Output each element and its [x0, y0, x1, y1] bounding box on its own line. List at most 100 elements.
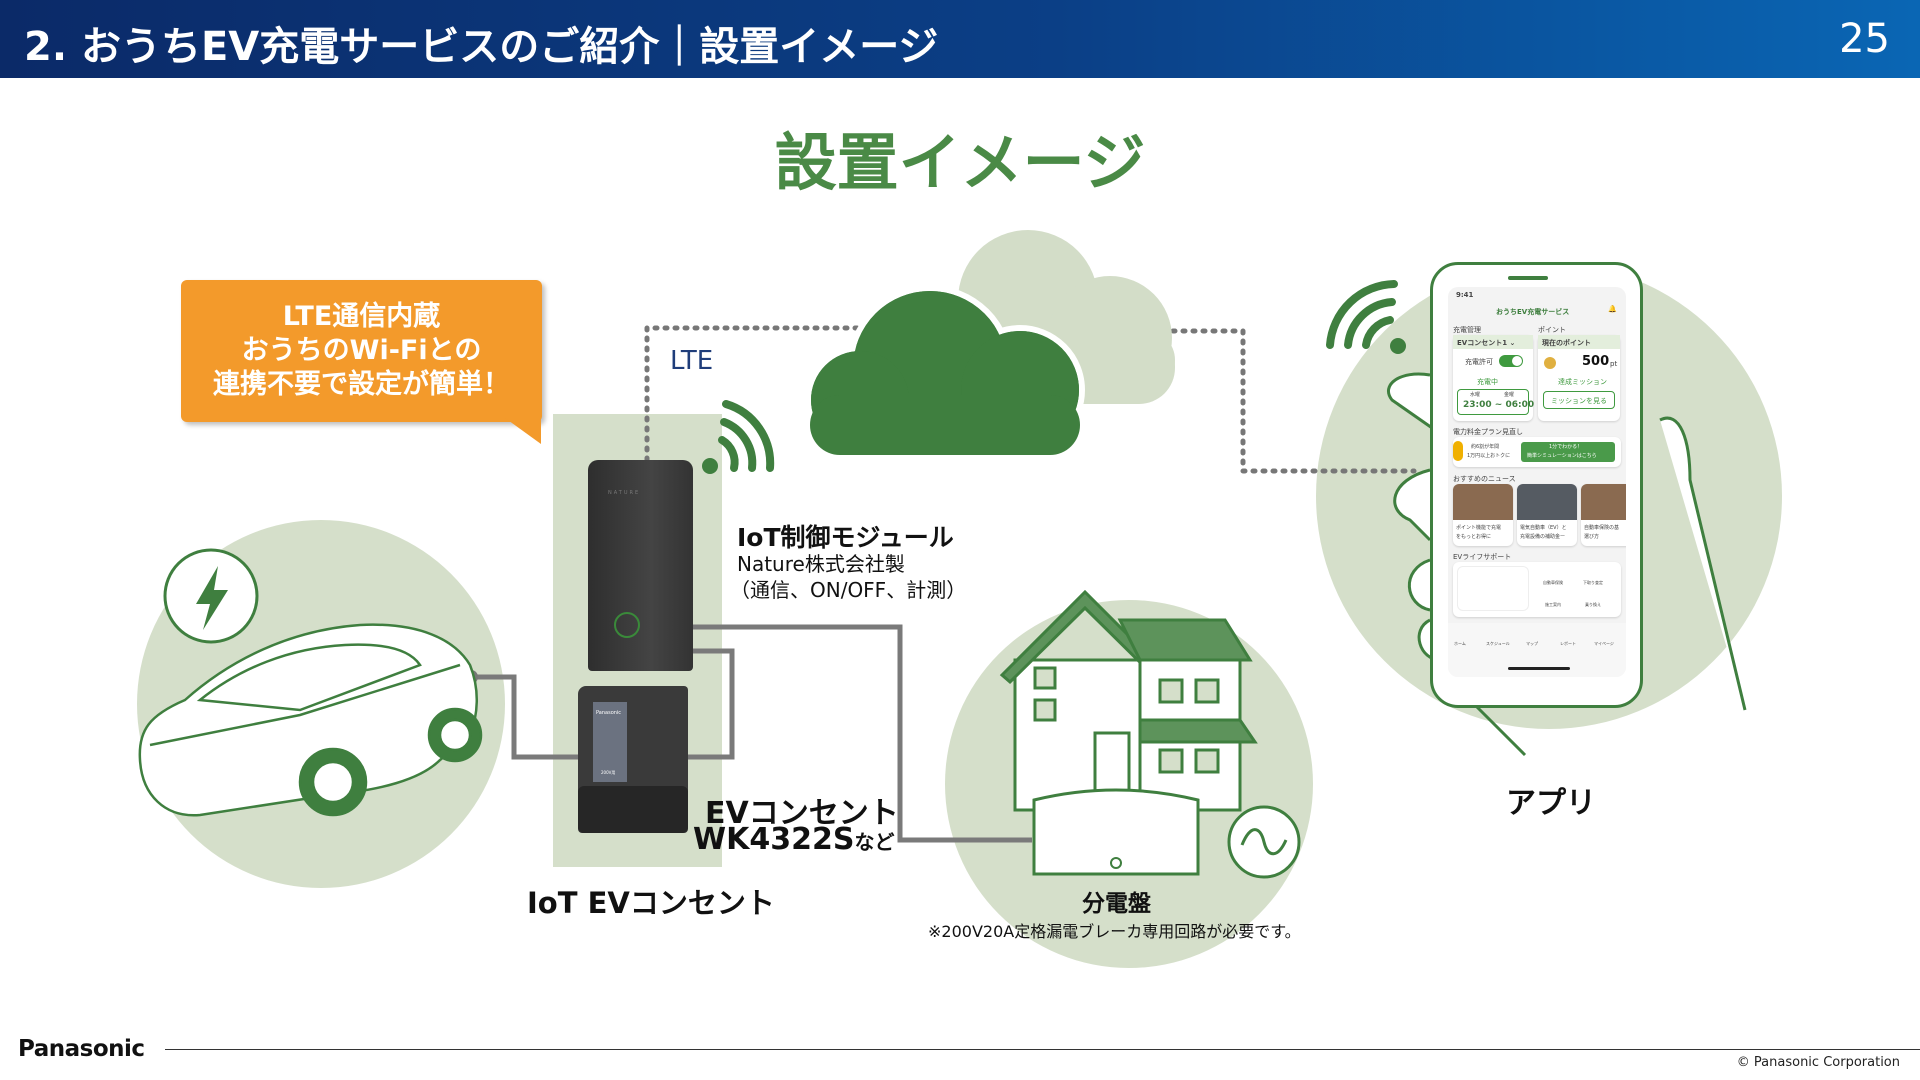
house-icon [999, 589, 1258, 812]
news-card[interactable]: 自動車保険の基選び方 [1581, 484, 1626, 546]
page-number: 25 [1839, 16, 1890, 62]
nav-schedule[interactable]: スケジュール [1486, 641, 1510, 646]
ac-wave-icon [1240, 828, 1288, 856]
lte-label: LTE [670, 346, 714, 376]
breaker-box-icon [1032, 788, 1200, 876]
sim-btn-line: 1分でわかる！ [1549, 444, 1583, 450]
news-title: 選び方 [1584, 534, 1600, 540]
hand-icon [1387, 372, 1747, 757]
module-breaker-cable [693, 624, 1032, 843]
mission-label: 達成ミッション [1558, 378, 1607, 386]
phone-speaker [1508, 276, 1548, 280]
iot-module-device: NATURE [588, 460, 693, 671]
plan-text: 1万円以上おトクに [1467, 453, 1511, 459]
outlet-cover [578, 786, 688, 833]
outlet-brand: Panasonic [596, 710, 622, 716]
nav-report[interactable]: レポート [1560, 641, 1576, 646]
nav-home[interactable]: ホーム [1454, 641, 1466, 646]
home-indicator [1508, 667, 1570, 670]
lte-dotted-line [644, 325, 1417, 474]
module-outlet-cable [688, 648, 735, 760]
support-item[interactable]: 下取り査定 [1583, 580, 1603, 585]
outlet-select-value: EVコンセント1 [1457, 339, 1508, 347]
support-card: 自動車保険 下取り査定 施工案内 乗り換え [1453, 562, 1621, 617]
smartphone: 9:41 おうちEV充電サービス 🔔 充電管理 ポイント EVコンセント1 ⌄ … [1430, 262, 1643, 708]
nav-mypage[interactable]: マイページ [1594, 641, 1614, 646]
bottom-nav: ホーム スケジュール マップ レポート マイページ [1448, 623, 1626, 677]
iot-ev-label: IoT EVコンセント [527, 886, 775, 920]
support-item[interactable]: 乗り換え [1585, 602, 1601, 607]
outlet-spec: 200V用 [601, 770, 616, 775]
news-title: 自動車保険の基 [1584, 525, 1620, 531]
car-icon [138, 623, 483, 817]
callout-tail [505, 418, 541, 444]
outlet-model-number: WK4322S [693, 822, 855, 857]
simulation-button[interactable]: 1分でわかる！ 簡単シミュレーションはこちら [1521, 442, 1615, 462]
support-item[interactable]: 自動車保険 [1543, 580, 1563, 585]
callout-line: 連携不要で設定が簡単！ [213, 369, 510, 400]
section-point: ポイント [1538, 326, 1566, 334]
header-bar: 2. おうちEV充電サービスのご紹介｜設置イメージ 25 [0, 0, 1920, 78]
module-maker: Nature株式会社製 [737, 552, 905, 576]
day-from: 水曜 [1470, 392, 1481, 398]
app-label: アプリ [1506, 786, 1596, 821]
breaker-label: 分電盤 [1082, 891, 1151, 917]
support-section: EVライフサポート [1453, 553, 1512, 561]
app-screen: 9:41 おうちEV充電サービス 🔔 充電管理 ポイント EVコンセント1 ⌄ … [1448, 287, 1626, 677]
points-label: 現在のポイント [1538, 335, 1620, 349]
slide-title: 2. おうちEV充電サービスのご紹介｜設置イメージ [24, 24, 939, 70]
nav-map[interactable]: マップ [1526, 641, 1538, 646]
car-cable [471, 674, 578, 760]
module-brand: NATURE [608, 490, 641, 496]
callout-line: LTE通信内蔵 [282, 301, 441, 332]
lightbulb-icon [1453, 441, 1463, 461]
charge-permit-toggle[interactable] [1499, 355, 1523, 367]
main-title: 設置イメージ [774, 126, 1146, 199]
points-unit: pt [1610, 360, 1618, 368]
app-name: おうちEV充電サービス [1496, 308, 1570, 316]
copyright: © Panasonic Corporation [1736, 1055, 1900, 1070]
coin-icon [1544, 357, 1556, 369]
panasonic-logo: Panasonic [18, 1036, 145, 1062]
news-title: ポイント機能で充電 [1456, 525, 1502, 531]
wifi-icon-module [718, 400, 775, 472]
outlet-model: WK4322Sなど [693, 822, 894, 857]
news-section: おすすめのニュース [1453, 475, 1516, 483]
support-item[interactable]: 施工案内 [1545, 602, 1561, 607]
charging-status: 充電中 [1477, 378, 1498, 386]
plan-text: 約6割が年間 [1471, 444, 1500, 450]
footer-divider [165, 1049, 1920, 1050]
sim-btn-line: 簡単シミュレーションはこちら [1527, 453, 1597, 459]
points-value: 500 [1582, 354, 1610, 369]
news-title: をもっとお得に [1456, 534, 1492, 540]
mission-button[interactable]: ミッションを見る [1543, 391, 1615, 409]
outlet-label: EVコンセント [705, 796, 899, 831]
news-title: 充電設備の補助金ー [1520, 534, 1566, 540]
module-features: （通信、ON/OFF、計測） [730, 578, 967, 602]
wifi-icon-phone [1326, 280, 1398, 349]
support-banner[interactable] [1457, 566, 1529, 611]
breaker-note: ※200V20A定格漏電ブレーカ専用回路が必要です。 [928, 922, 1301, 941]
module-title: IoT制御モジュール [737, 523, 954, 552]
plan-section: 電力料金プラン見直し [1453, 428, 1523, 436]
outlet-label-plate: Panasonic 200V用 [593, 702, 627, 782]
day-to: 金曜 [1504, 392, 1515, 398]
lte-callout: LTE通信内蔵 おうちのWi-Fiとの 連携不要で設定が簡単！ [181, 280, 542, 422]
callout-line: おうちのWi-Fiとの [241, 335, 482, 366]
charge-permit-label: 充電許可 [1465, 358, 1493, 366]
schedule-time: 23:00 ~ 06:00 [1463, 400, 1535, 410]
status-time: 9:41 [1456, 291, 1474, 299]
charge-card: EVコンセント1 ⌄ 充電許可 充電中 水曜 金曜 23:00 ~ 06:00 [1453, 335, 1534, 421]
news-card[interactable]: 電気自動車（EV）と充電設備の補助金ー [1517, 484, 1577, 546]
plan-card: 約6割が年間 1万円以上おトクに 1分でわかる！ 簡単シミュレーションはこちら [1453, 437, 1621, 467]
ev-outlet-device: Panasonic 200V用 [578, 686, 688, 833]
schedule-box[interactable]: 水曜 金曜 23:00 ~ 06:00 [1457, 389, 1534, 415]
points-card: 現在のポイント 500 pt 達成ミッション ミッションを見る [1538, 335, 1620, 421]
outlet-suffix: など [854, 830, 895, 854]
news-card[interactable]: ポイント機能で充電をもっとお得に [1453, 484, 1513, 546]
module-led-ring [614, 612, 640, 638]
bell-icon[interactable]: 🔔 [1608, 305, 1617, 313]
outlet-select[interactable]: EVコンセント1 ⌄ [1453, 335, 1533, 349]
section-charge: 充電管理 [1453, 326, 1481, 334]
